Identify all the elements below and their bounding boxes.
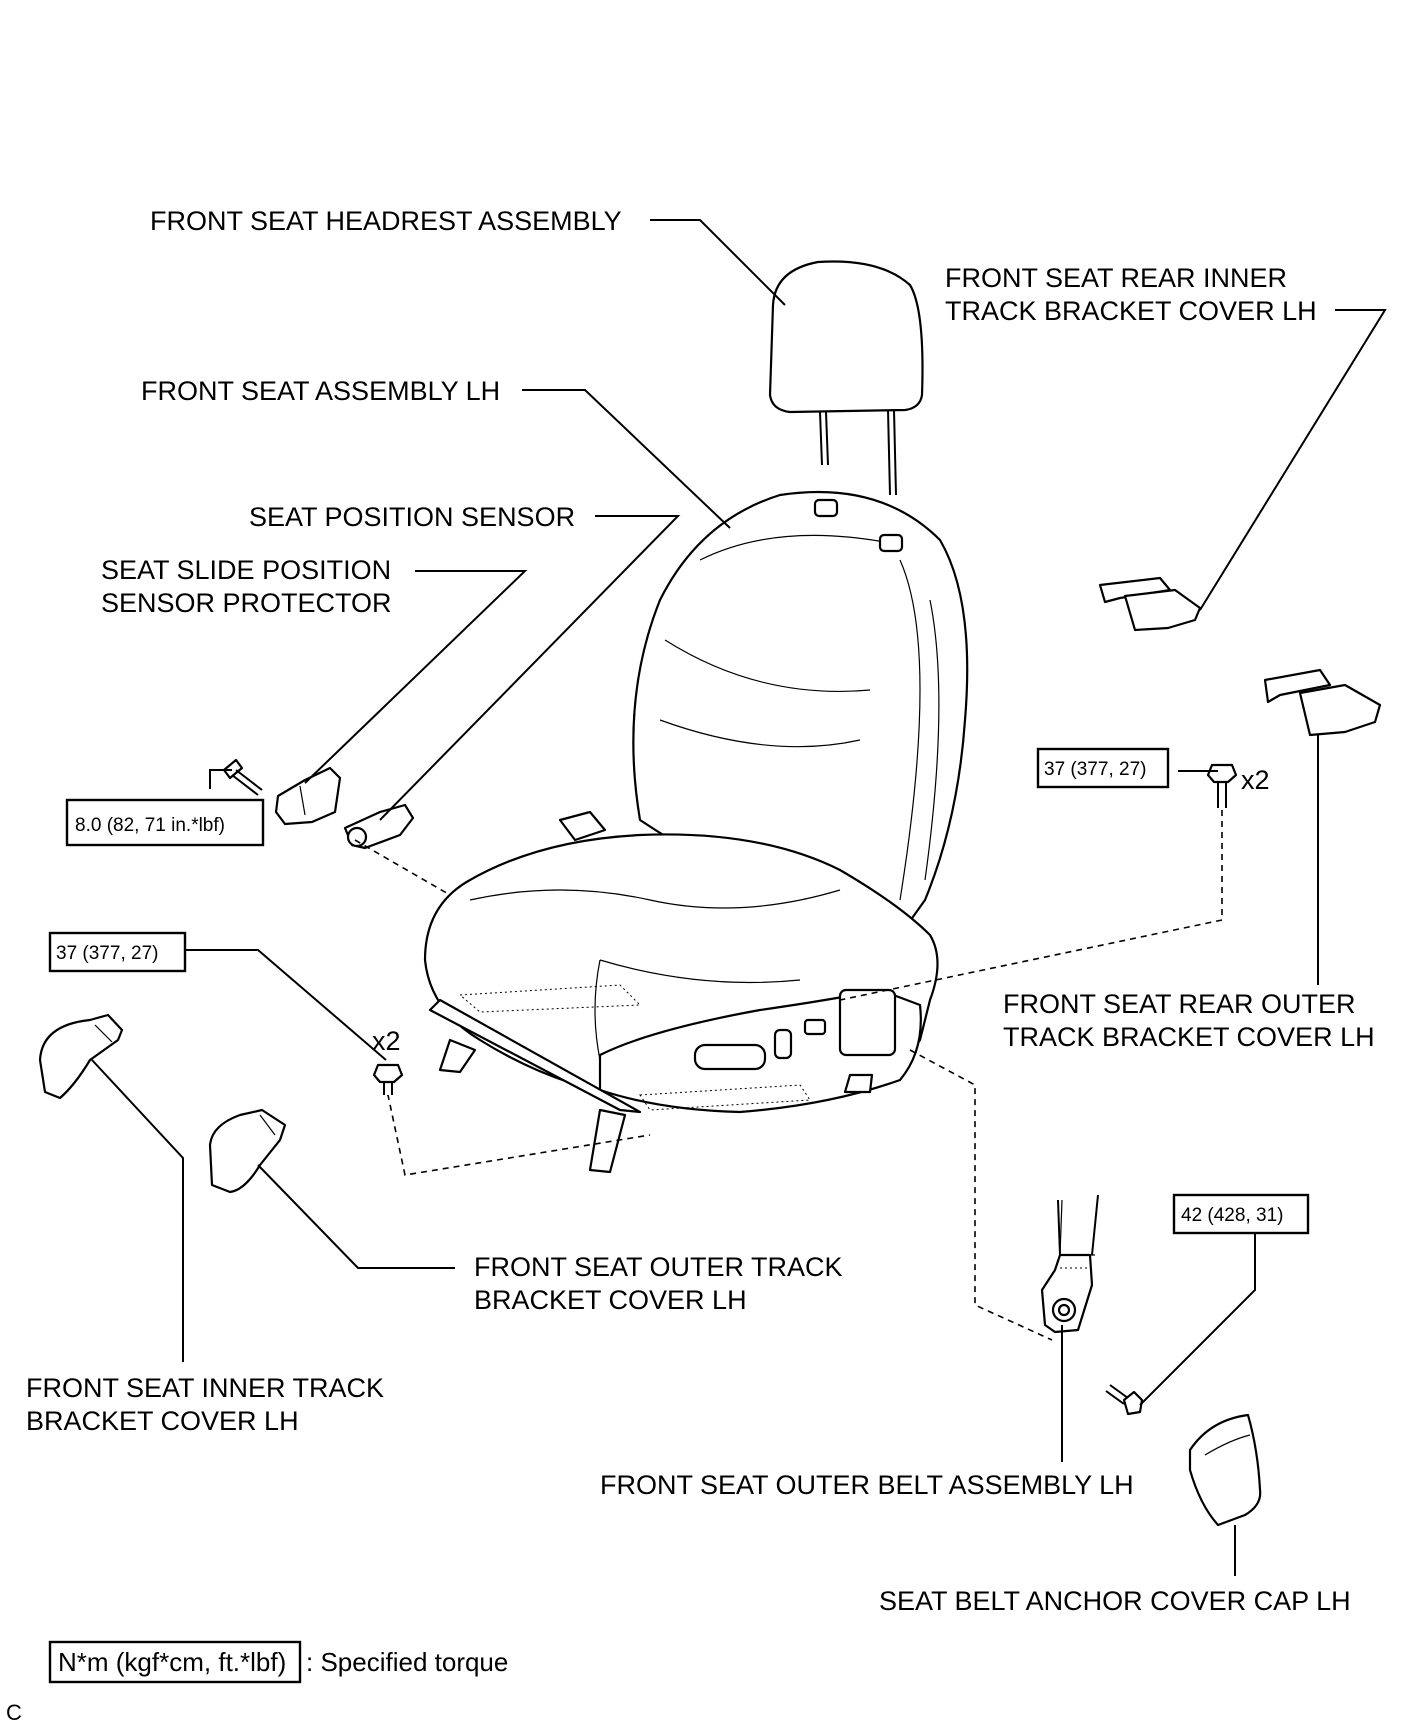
torque-belt-anchor-bolt: 42 (428, 31) xyxy=(1172,1193,1310,1235)
qty-front-bolts: x2 xyxy=(372,1026,401,1056)
label-outer-belt: FRONT SEAT OUTER BELT ASSEMBLY LH xyxy=(600,1470,1134,1500)
anchor-cap-part xyxy=(1188,1413,1262,1527)
legend-unit-box: N*m (kgf*cm, ft.*lbf) xyxy=(58,1647,286,1677)
label-seat-assembly: FRONT SEAT ASSEMBLY LH xyxy=(141,376,500,406)
legend-description: : Specified torque xyxy=(306,1647,508,1677)
torque-rear-bolts: 37 (377, 27) xyxy=(1036,747,1170,789)
alignment-lines xyxy=(354,810,1223,1341)
label-slide-protector-line2: SENSOR PROTECTOR xyxy=(101,588,392,618)
qty-rear-bolts: x2 xyxy=(1241,765,1270,795)
belt-anchor-bolt-part xyxy=(1105,1384,1144,1416)
outer-belt-part xyxy=(1040,1194,1099,1334)
label-outer-track-cover-line2: BRACKET COVER LH xyxy=(474,1285,747,1315)
rear-bolt-part xyxy=(1206,763,1238,808)
label-outer-track-cover-line1: FRONT SEAT OUTER TRACK xyxy=(474,1252,843,1282)
outer-track-cover-part xyxy=(208,1108,287,1194)
rear-inner-cover-part xyxy=(1098,576,1202,632)
protector-bolt-part xyxy=(222,758,263,796)
rear-outer-cover-part xyxy=(1263,668,1382,737)
torque-value: 42 (428, 31) xyxy=(1181,1205,1283,1226)
torque-value: 8.0 (82, 71 in.*lbf) xyxy=(75,815,225,836)
label-slide-protector-line1: SEAT SLIDE POSITION xyxy=(101,555,391,585)
label-position-sensor: SEAT POSITION SENSOR xyxy=(249,502,575,532)
label-rear-inner-cover-line1: FRONT SEAT REAR INNER xyxy=(945,263,1287,293)
label-rear-outer-cover-line1: FRONT SEAT REAR OUTER xyxy=(1003,989,1356,1019)
torque-sensor-protector: 8.0 (82, 71 in.*lbf) xyxy=(65,798,265,847)
figure-code: C xyxy=(6,1700,22,1725)
legend: N*m (kgf*cm, ft.*lbf) : Specified torque xyxy=(48,1640,508,1684)
torque-boxes: 8.0 (82, 71 in.*lbf) 37 (377, 27) 37 (37… xyxy=(48,747,1310,1235)
label-headrest: FRONT SEAT HEADREST ASSEMBLY xyxy=(150,206,622,236)
torque-value: 37 (377, 27) xyxy=(56,943,158,964)
headrest-part xyxy=(768,260,924,496)
label-rear-inner-cover-line2: TRACK BRACKET COVER LH xyxy=(945,296,1317,326)
label-rear-outer-cover-line2: TRACK BRACKET COVER LH xyxy=(1003,1022,1375,1052)
torque-value: 37 (377, 27) xyxy=(1044,759,1146,780)
position-sensor-part xyxy=(343,803,415,850)
label-inner-track-cover-line2: BRACKET COVER LH xyxy=(26,1406,299,1436)
label-inner-track-cover-line1: FRONT SEAT INNER TRACK xyxy=(26,1373,384,1403)
seat-assembly-part xyxy=(423,490,969,1174)
inner-track-cover-part xyxy=(38,1013,124,1100)
leader-lines xyxy=(91,219,1387,1576)
front-bolt-part xyxy=(372,1063,404,1095)
label-anchor-cap: SEAT BELT ANCHOR COVER CAP LH xyxy=(879,1586,1351,1616)
part-labels: FRONT SEAT HEADREST ASSEMBLY FRONT SEAT … xyxy=(26,206,1375,1616)
sensor-protector-part xyxy=(274,766,342,826)
torque-front-bolts: 37 (377, 27) xyxy=(48,931,187,973)
